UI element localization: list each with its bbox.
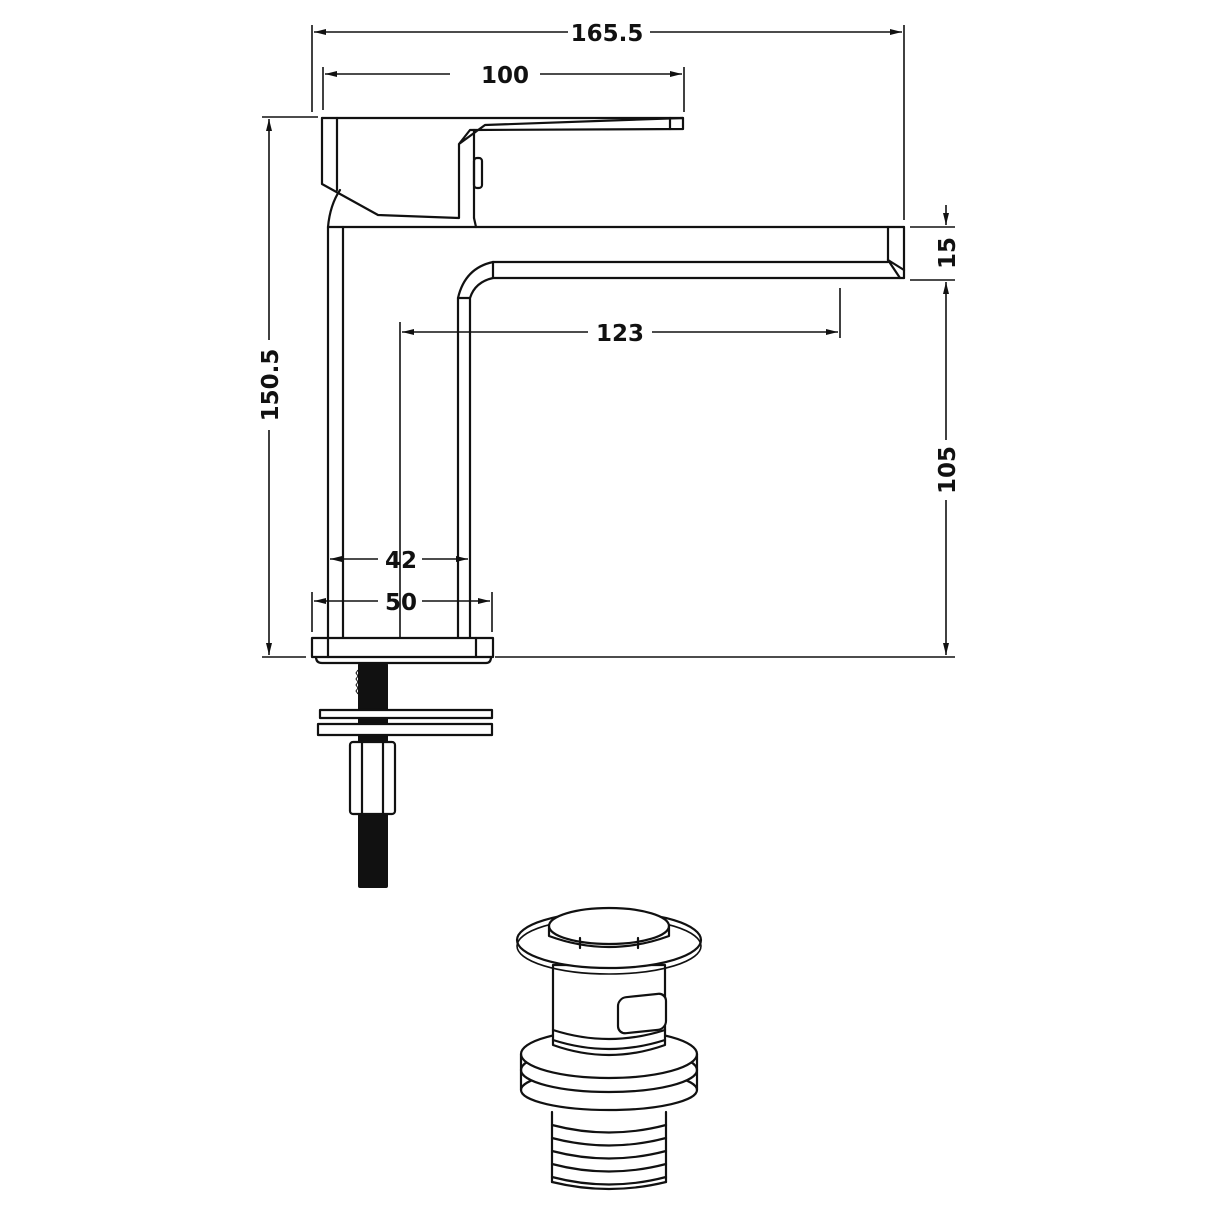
- dim-overall-width: 165.5: [311, 21, 905, 220]
- dim-label-overall-height: 150.5: [258, 349, 284, 422]
- dim-spout-reach: 123: [399, 288, 841, 650]
- dim-overall-height: 150.5: [258, 116, 318, 658]
- click-clack-waste: [515, 906, 703, 1191]
- fixing-nut: [348, 740, 397, 816]
- dim-spout-right: 15 105: [495, 205, 961, 658]
- mixer-tap-body: [310, 116, 906, 665]
- dim-label-handle-length: 100: [481, 63, 529, 89]
- dim-label-body-width: 42: [385, 548, 417, 574]
- dim-label-spout-height: 105: [935, 446, 961, 494]
- washers: [316, 708, 494, 737]
- dim-body-widths: 42 50: [311, 548, 493, 632]
- dim-label-overall-width: 165.5: [571, 21, 644, 47]
- dim-label-base-width: 50: [385, 590, 417, 616]
- dim-label-spout-reach: 123: [596, 321, 644, 347]
- dim-handle-length: 100: [322, 63, 685, 112]
- dim-label-spout-thickness: 15: [935, 237, 961, 269]
